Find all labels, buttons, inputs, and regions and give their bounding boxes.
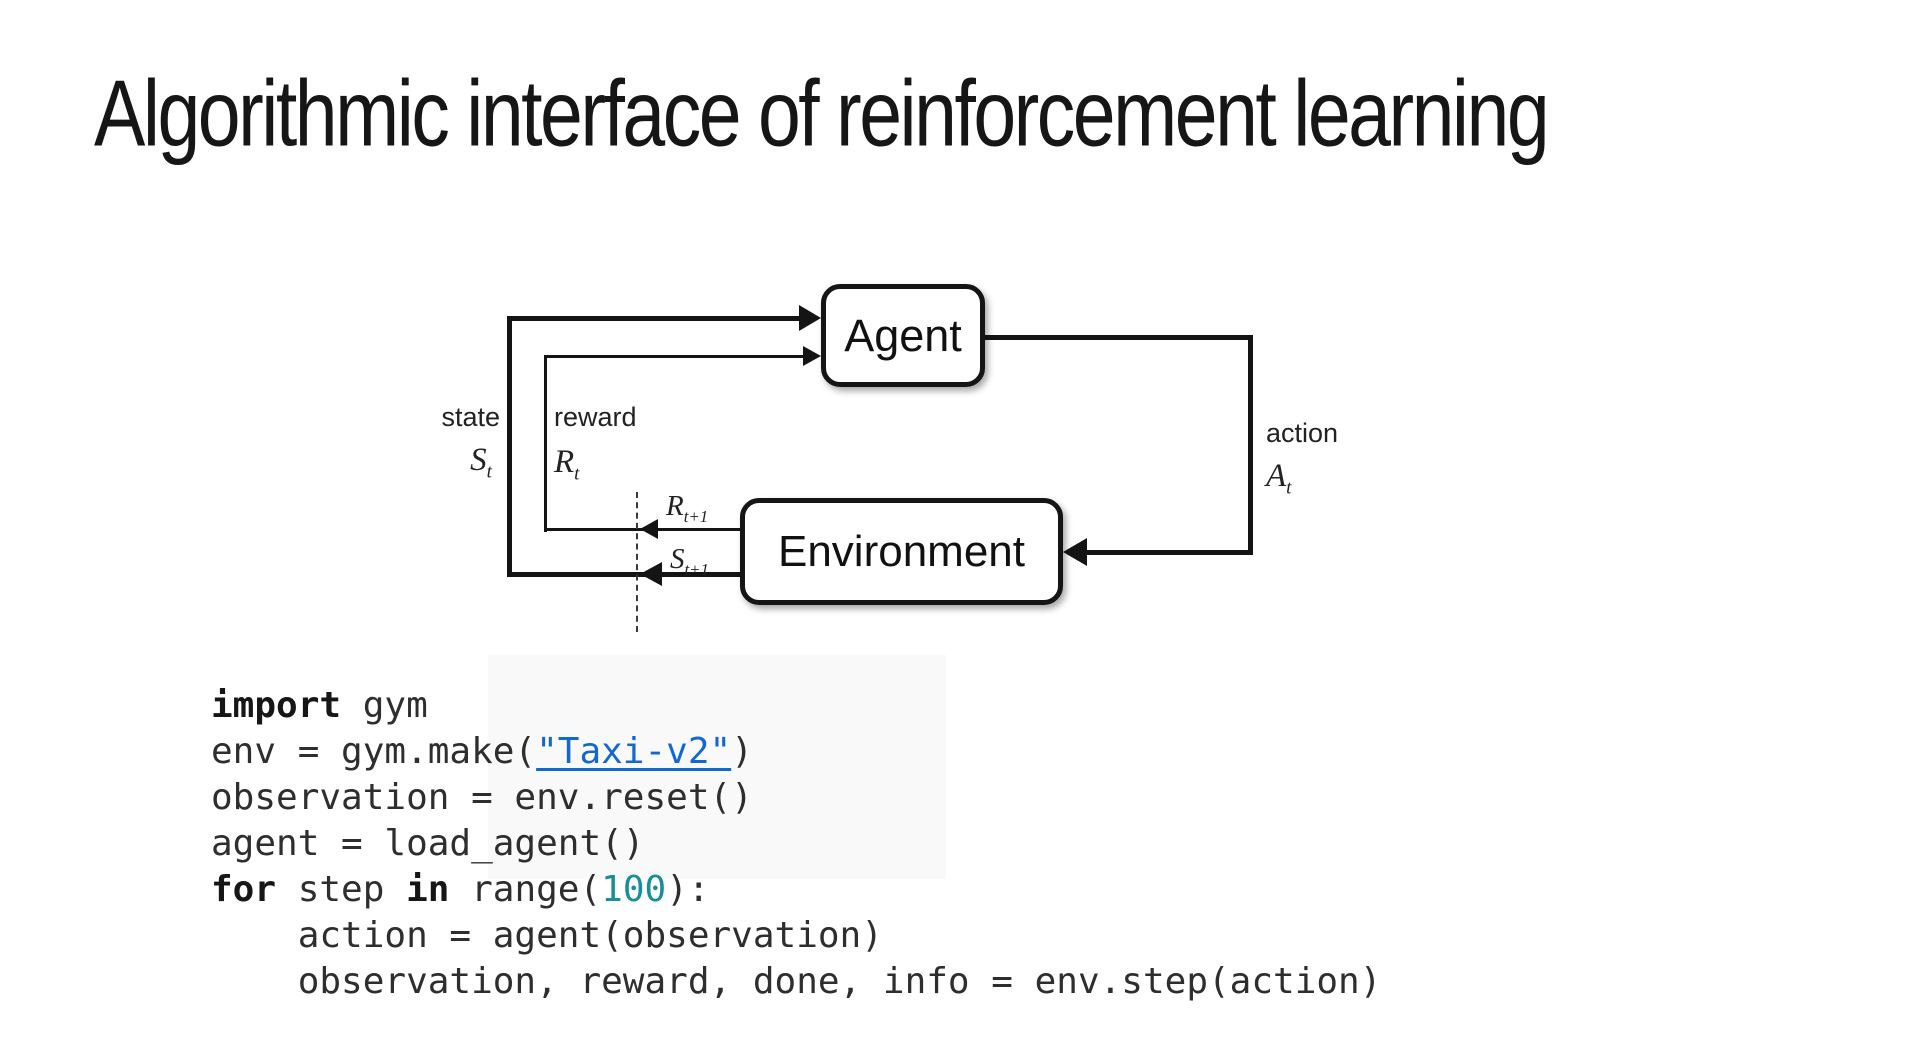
- code-line: observation = env.reset(): [211, 775, 1381, 821]
- code-token: import: [211, 685, 342, 726]
- code-token: 100: [601, 869, 667, 910]
- code-line: observation, reward, done, info = env.st…: [211, 959, 1382, 1005]
- code-token: gym: [341, 685, 428, 726]
- code-token: in: [406, 869, 450, 910]
- environment-label: Environment: [777, 526, 1025, 576]
- code-line: env = gym.make("Taxi-v2"): [211, 729, 1381, 775]
- action-symbol: At: [1266, 458, 1292, 499]
- code-token: for: [211, 869, 277, 910]
- action-line-bottom: [1085, 550, 1253, 555]
- reward-symbol: Rt: [554, 444, 580, 485]
- code-token: range(: [449, 869, 602, 910]
- taxi-v2-link[interactable]: "Taxi-v2": [536, 731, 732, 772]
- code-token: ):: [666, 869, 710, 910]
- slide-title: Algorithmic interface of reinforcement l…: [94, 61, 1550, 167]
- code-line: for step in range(100):: [211, 867, 1381, 913]
- arrowhead-state-to-agent: [799, 305, 821, 331]
- action-label: action: [1266, 418, 1339, 448]
- next-state-symbol: St+1: [670, 543, 709, 579]
- agent-box: Agent: [821, 284, 985, 387]
- reward-label: reward: [554, 402, 637, 432]
- reward-line-vertical: [544, 355, 547, 532]
- arrowhead-action-to-environment: [1063, 538, 1087, 566]
- reward-line-top: [544, 355, 804, 358]
- state-line-vertical: [507, 316, 512, 577]
- code-line: import gym: [211, 683, 1381, 729]
- action-line-top: [985, 335, 1253, 340]
- code-token: observation = env.reset(): [211, 777, 753, 818]
- timestep-dashed-line: [636, 492, 638, 632]
- next-reward-symbol: Rt+1: [666, 490, 709, 526]
- action-line-vertical: [1248, 335, 1253, 555]
- agent-label: Agent: [844, 309, 962, 361]
- code-token: agent = load_agent(): [211, 823, 645, 864]
- code-token: step: [276, 869, 407, 910]
- arrowhead-next-state: [640, 562, 662, 586]
- arrowhead-next-reward: [640, 519, 658, 539]
- code-token: observation, reward, done, info = env.st…: [211, 961, 1382, 1002]
- state-line-bottom: [507, 572, 740, 577]
- state-symbol: St: [470, 442, 492, 483]
- code-token: action = agent(observation): [211, 915, 883, 956]
- code-line: action = agent(observation): [211, 913, 1381, 959]
- state-label: state: [441, 402, 500, 432]
- environment-box: Environment: [740, 498, 1063, 605]
- state-line-top: [507, 316, 801, 321]
- code-line: agent = load_agent(): [211, 821, 1381, 867]
- arrowhead-reward-to-agent: [803, 346, 821, 366]
- code-token: env = gym.make(: [211, 731, 537, 772]
- code-token: ): [731, 731, 753, 772]
